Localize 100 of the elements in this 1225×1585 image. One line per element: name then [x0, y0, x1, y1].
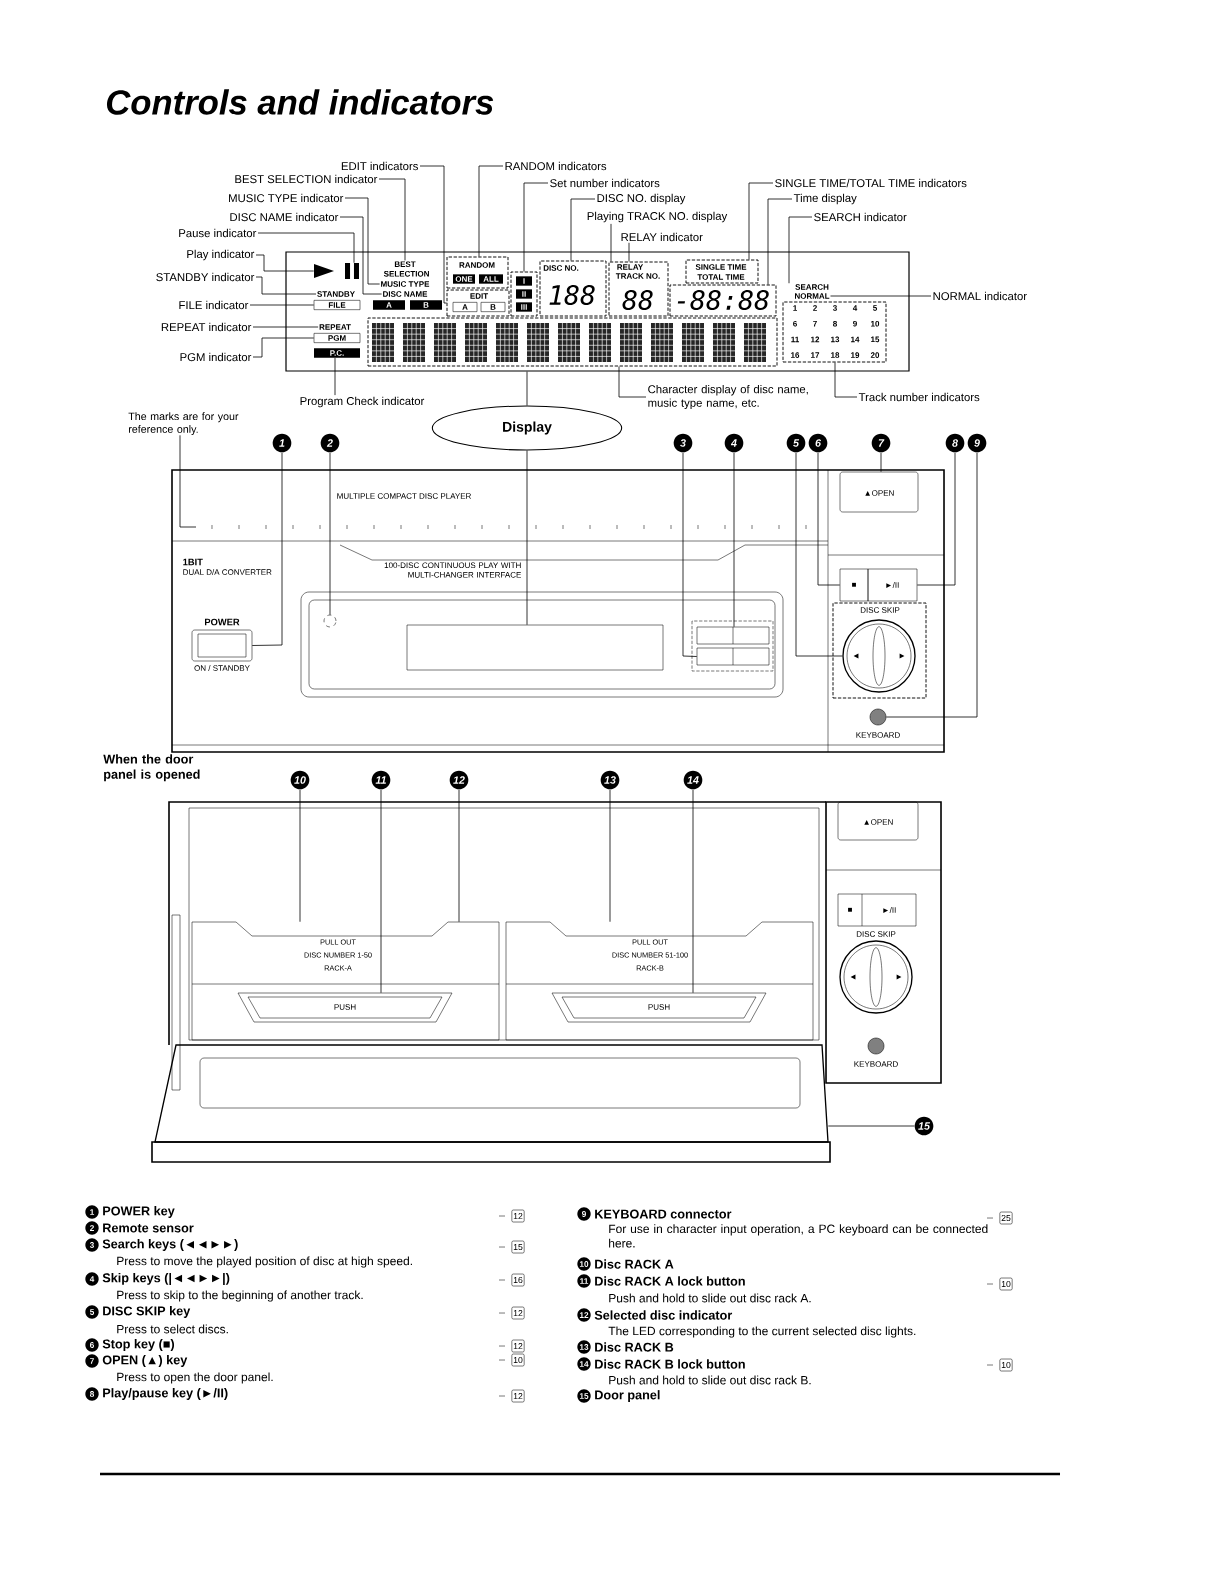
callout-number: 14 [683, 770, 703, 790]
leader-line [339, 216, 382, 295]
indicator-label: Pause indicator [179, 228, 257, 238]
panel-label: KEYBOARD [854, 1061, 898, 1067]
callout-number: 15 [577, 1389, 591, 1403]
indicator-label: Play indicator [187, 249, 255, 261]
leader-line [257, 232, 355, 264]
key-symbol: ■ [848, 907, 852, 912]
leader-line [885, 452, 978, 718]
callout-number: 9 [577, 1207, 591, 1221]
item-title: Stop key (■) [102, 1339, 175, 1351]
indicator-label: Playing TRACK NO. display [587, 211, 728, 223]
callout-number: 8 [85, 1387, 99, 1401]
item-description: Press to select discs. [117, 1324, 228, 1334]
search-keys [696, 647, 770, 666]
display-label: STANDBY [317, 291, 355, 297]
note-text: The marks are for your reference only. [128, 412, 239, 435]
indicator-label: Time display [793, 193, 857, 205]
leader-line [682, 452, 698, 657]
display-indicator: B [410, 300, 442, 310]
callout-number: 12 [577, 1308, 591, 1322]
play-pause-key: ►/II [867, 568, 918, 602]
leader-line [526, 450, 528, 626]
item-title: Selected disc indicator [594, 1310, 733, 1320]
display-window [406, 624, 664, 671]
leader-line [767, 198, 793, 285]
display-label: SEARCH [795, 284, 829, 290]
display-indicator: II [516, 289, 532, 299]
item-description: For use in character input operation, a PC keyboard can be connected here. [609, 1224, 988, 1248]
indicator-label: EDIT indicators [341, 161, 418, 171]
callout-number: 7 [871, 433, 891, 453]
page-reference: 12 [498, 1306, 525, 1320]
leader-line [252, 337, 315, 358]
indicator-label: FILE indicator [179, 300, 249, 310]
leader-line [526, 371, 528, 406]
indicator-label: DISC NAME indicator [230, 212, 339, 222]
display-label: NORMAL [795, 293, 830, 299]
leader-line [795, 452, 843, 657]
display-indicator: FILE [313, 300, 361, 310]
page-reference: 16 [498, 1273, 525, 1287]
item-title: OPEN (▲) key [102, 1355, 188, 1367]
node-label: POWER [205, 618, 240, 626]
leader-line [692, 789, 694, 994]
remote-sensor [323, 614, 337, 628]
callout-number: 11 [577, 1274, 591, 1288]
indicator-label: Track number indicators [858, 392, 980, 402]
leader-line [380, 789, 382, 994]
display-indicator: B [480, 302, 506, 312]
callout-number: 14 [577, 1357, 591, 1371]
callout-number: 6 [808, 433, 828, 453]
leader-line [916, 452, 956, 586]
indicator-label: REPEAT indicator [161, 322, 252, 332]
item-description: Press to skip to the beginning of another track. [117, 1290, 363, 1302]
item-title: KEYBOARD connector [595, 1209, 732, 1219]
leader-line [830, 295, 932, 297]
pause-symbol [345, 263, 359, 279]
leader-line [748, 182, 774, 260]
callout-number: 3 [673, 433, 693, 453]
leader-line [610, 223, 612, 262]
item-title: POWER key [103, 1206, 175, 1218]
display-indicator: ONE [453, 274, 475, 284]
skip-keys [696, 626, 770, 645]
callout-number: 4 [85, 1272, 99, 1286]
callout-number: 10 [290, 770, 310, 790]
item-description: Press to move the played position of disc at high speed. [117, 1256, 412, 1268]
callout-number: 3 [85, 1238, 99, 1252]
leader-line [628, 242, 630, 262]
indicator-label: Set number indicators [550, 178, 660, 188]
leader-line [255, 276, 317, 295]
display-indicator: P.C. [314, 348, 360, 358]
callout-number: 8 [945, 433, 965, 453]
callout-number: 15 [914, 1116, 934, 1136]
disc-skip-dial: ◄ ► [842, 619, 916, 693]
panel-label: ▲OPEN [864, 819, 893, 825]
leader-line [788, 216, 813, 284]
leader-line [419, 165, 447, 304]
page-reference: 25 [986, 1211, 1013, 1225]
open-key: ▲OPEN [839, 471, 919, 513]
leader-line [817, 452, 841, 586]
indicator-label: MUSIC TYPE indicator [229, 193, 344, 203]
indicator-label: SEARCH indicator [814, 212, 907, 222]
character-matrix [367, 317, 778, 367]
display-label: DISC NAME [383, 291, 428, 297]
leader-line [570, 198, 596, 261]
display-indicator: PGM [313, 333, 361, 343]
callout-number: 5 [786, 433, 806, 453]
item-description: The LED corresponding to the current selected disc lights. [608, 1326, 916, 1338]
indicator-group: SINGLE TIME TOTAL TIME [685, 259, 759, 284]
leader-line [618, 366, 647, 398]
callout-number: 11 [371, 770, 391, 790]
leader-line [609, 789, 611, 923]
display-indicator: III [516, 302, 532, 312]
leader-line [334, 357, 336, 396]
leader-line [478, 165, 504, 257]
leader-line [255, 254, 315, 272]
leader-line [378, 178, 406, 261]
page-reference: 12 [498, 1209, 525, 1223]
indicator-label: Character display of disc name, music type name, etc. [648, 384, 808, 410]
item-title: DISC SKIP key [103, 1306, 191, 1318]
item-title: Play/pause key (►/II) [103, 1388, 228, 1400]
